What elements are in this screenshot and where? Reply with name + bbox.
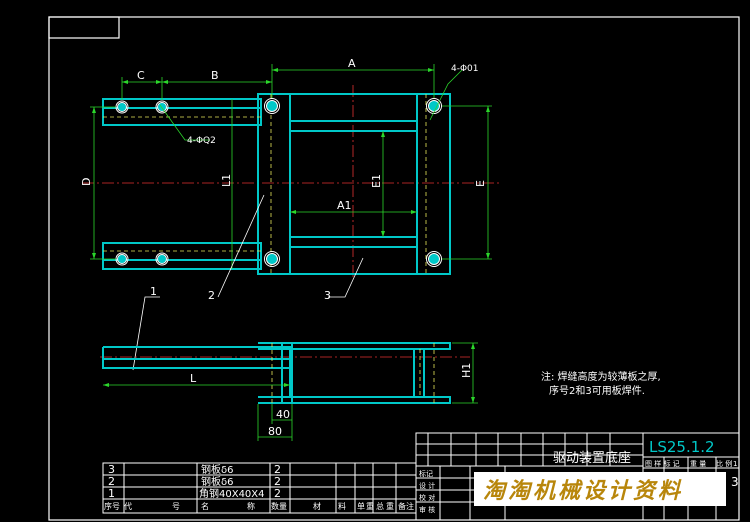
bom-h-code: 代 (124, 501, 132, 511)
bom-row-1-name: 角钢40X40X4 (199, 487, 265, 500)
dim-hole-large: 4-Φ01 (451, 64, 479, 74)
bom-row-1-no: 1 (108, 487, 115, 500)
stage-number: 3 (731, 475, 739, 489)
dimension-arrows (92, 68, 490, 259)
label-weight: 重 量 (690, 460, 706, 468)
bom-row-2-no: 2 (108, 475, 115, 488)
bom-h-dan: 单 (357, 501, 365, 511)
dim-hole-small: 4-ΦQ2 (187, 136, 216, 146)
dim-a1: A1 (337, 199, 352, 212)
small-holes (117, 102, 167, 264)
dim-b: B (211, 69, 219, 82)
angle-bar-top (102, 98, 262, 126)
large-holes (266, 100, 440, 265)
dim-a: A (348, 57, 356, 70)
label-scale: 比 例 (716, 459, 732, 468)
base-frame (289, 93, 451, 275)
dim-d: D (80, 178, 93, 186)
bom-rows: 3 钢板δ6 2 2 钢板δ6 2 1 角钢40X40X4 2 (108, 463, 281, 500)
dim-e1: E1 (370, 174, 383, 188)
front-view: L H1 40 80 (100, 342, 478, 441)
note: 注: 焊缝高度为较薄板之厚, 序号2和3可用板焊件. (541, 370, 661, 397)
bom-h-liao: 料 (338, 501, 346, 511)
balloon-3: 3 (324, 289, 331, 302)
front-dimension-arrows (103, 343, 475, 403)
dim-h1: H1 (460, 363, 473, 378)
watermark-banner: 淘淘机械设计资料 (474, 472, 726, 506)
bom-row-3-name: 钢板δ6 (201, 463, 233, 476)
note-line-2: 序号2和3可用板焊件. (549, 384, 645, 397)
bom-row-3-qty: 2 (274, 463, 281, 476)
bom-h-zhong1: 重 (366, 501, 374, 511)
dim-c: C (137, 69, 145, 82)
balloon-2: 2 (208, 289, 215, 302)
bom-h-zong: 总 (376, 501, 384, 511)
dim-40: 40 (276, 408, 290, 421)
scale-value: 1 (733, 460, 737, 468)
note-line-1: 注: 焊缝高度为较薄板之厚, (541, 370, 661, 383)
front-hidden-lines (271, 343, 435, 403)
dim-e: E (474, 180, 487, 187)
label-pattern: 图 样 标 记 (645, 459, 680, 468)
watermark-text: 淘淘机械设计资料 (483, 478, 683, 504)
front-dimension-lines (103, 342, 478, 441)
row-label-1: 标记 (419, 469, 433, 478)
border (48, 16, 740, 521)
row-label-2: 设 计 (419, 481, 435, 490)
bom-h-cai: 材 (313, 501, 321, 511)
hidden-lines (103, 94, 427, 274)
bom-row-2-name: 钢板δ6 (201, 475, 233, 488)
row-label-4: 审 核 (419, 505, 435, 514)
drawing-frame (48, 16, 740, 521)
bom-h-cheng: 称 (247, 501, 255, 511)
large-hole-rings (264, 98, 442, 267)
balloon-leaders (132, 194, 364, 371)
drawing-title: 驱动装置底座 (553, 450, 631, 466)
bom-h-remark: 备注 (398, 501, 414, 511)
bom-h-qty: 数量 (271, 501, 287, 511)
title-block-rows: 标记 设 计 校 对 审 核 (419, 469, 435, 514)
dimension-labels: C B A 4-Φ01 4-ΦQ2 D L1 E E1 A1 (80, 57, 487, 212)
small-hole-rings (115, 100, 169, 266)
balloon-1: 1 (150, 285, 157, 298)
dim-l: L (190, 372, 197, 385)
bom-h-hao: 号 (172, 502, 180, 511)
watermark-bg (474, 472, 726, 506)
dim-80: 80 (268, 425, 282, 438)
front-outline (102, 342, 451, 404)
dimension-lines (90, 64, 492, 269)
bom-h-ming: 名 (201, 501, 209, 511)
bom-row-1-qty: 2 (274, 487, 281, 500)
row-label-3: 校 对 (419, 493, 435, 502)
plate-part2 (257, 93, 291, 275)
bom-h-zhong2: 重 (386, 501, 394, 511)
bom-header: 序号 代 号 名 称 数量 材 料 单 重 总 重 备注 (104, 501, 414, 511)
corner-box (48, 16, 120, 39)
bom-table: 3 钢板δ6 2 2 钢板δ6 2 1 角钢40X40X4 2 序号 代 号 名… (102, 462, 417, 514)
bom-row-2-qty: 2 (274, 475, 281, 488)
bom-grid (102, 462, 417, 514)
plan-view: C B A 4-Φ01 4-ΦQ2 D L1 E E1 A1 1 2 3 (80, 57, 500, 371)
drawing-number: LS25.1.2 (649, 438, 715, 456)
balloon-labels: 1 2 3 (150, 285, 331, 302)
bom-h-no: 序号 (104, 501, 120, 511)
bom-row-3-no: 3 (108, 463, 115, 476)
dim-l1: L1 (220, 174, 233, 187)
front-dimension-labels: L H1 40 80 (190, 363, 473, 438)
